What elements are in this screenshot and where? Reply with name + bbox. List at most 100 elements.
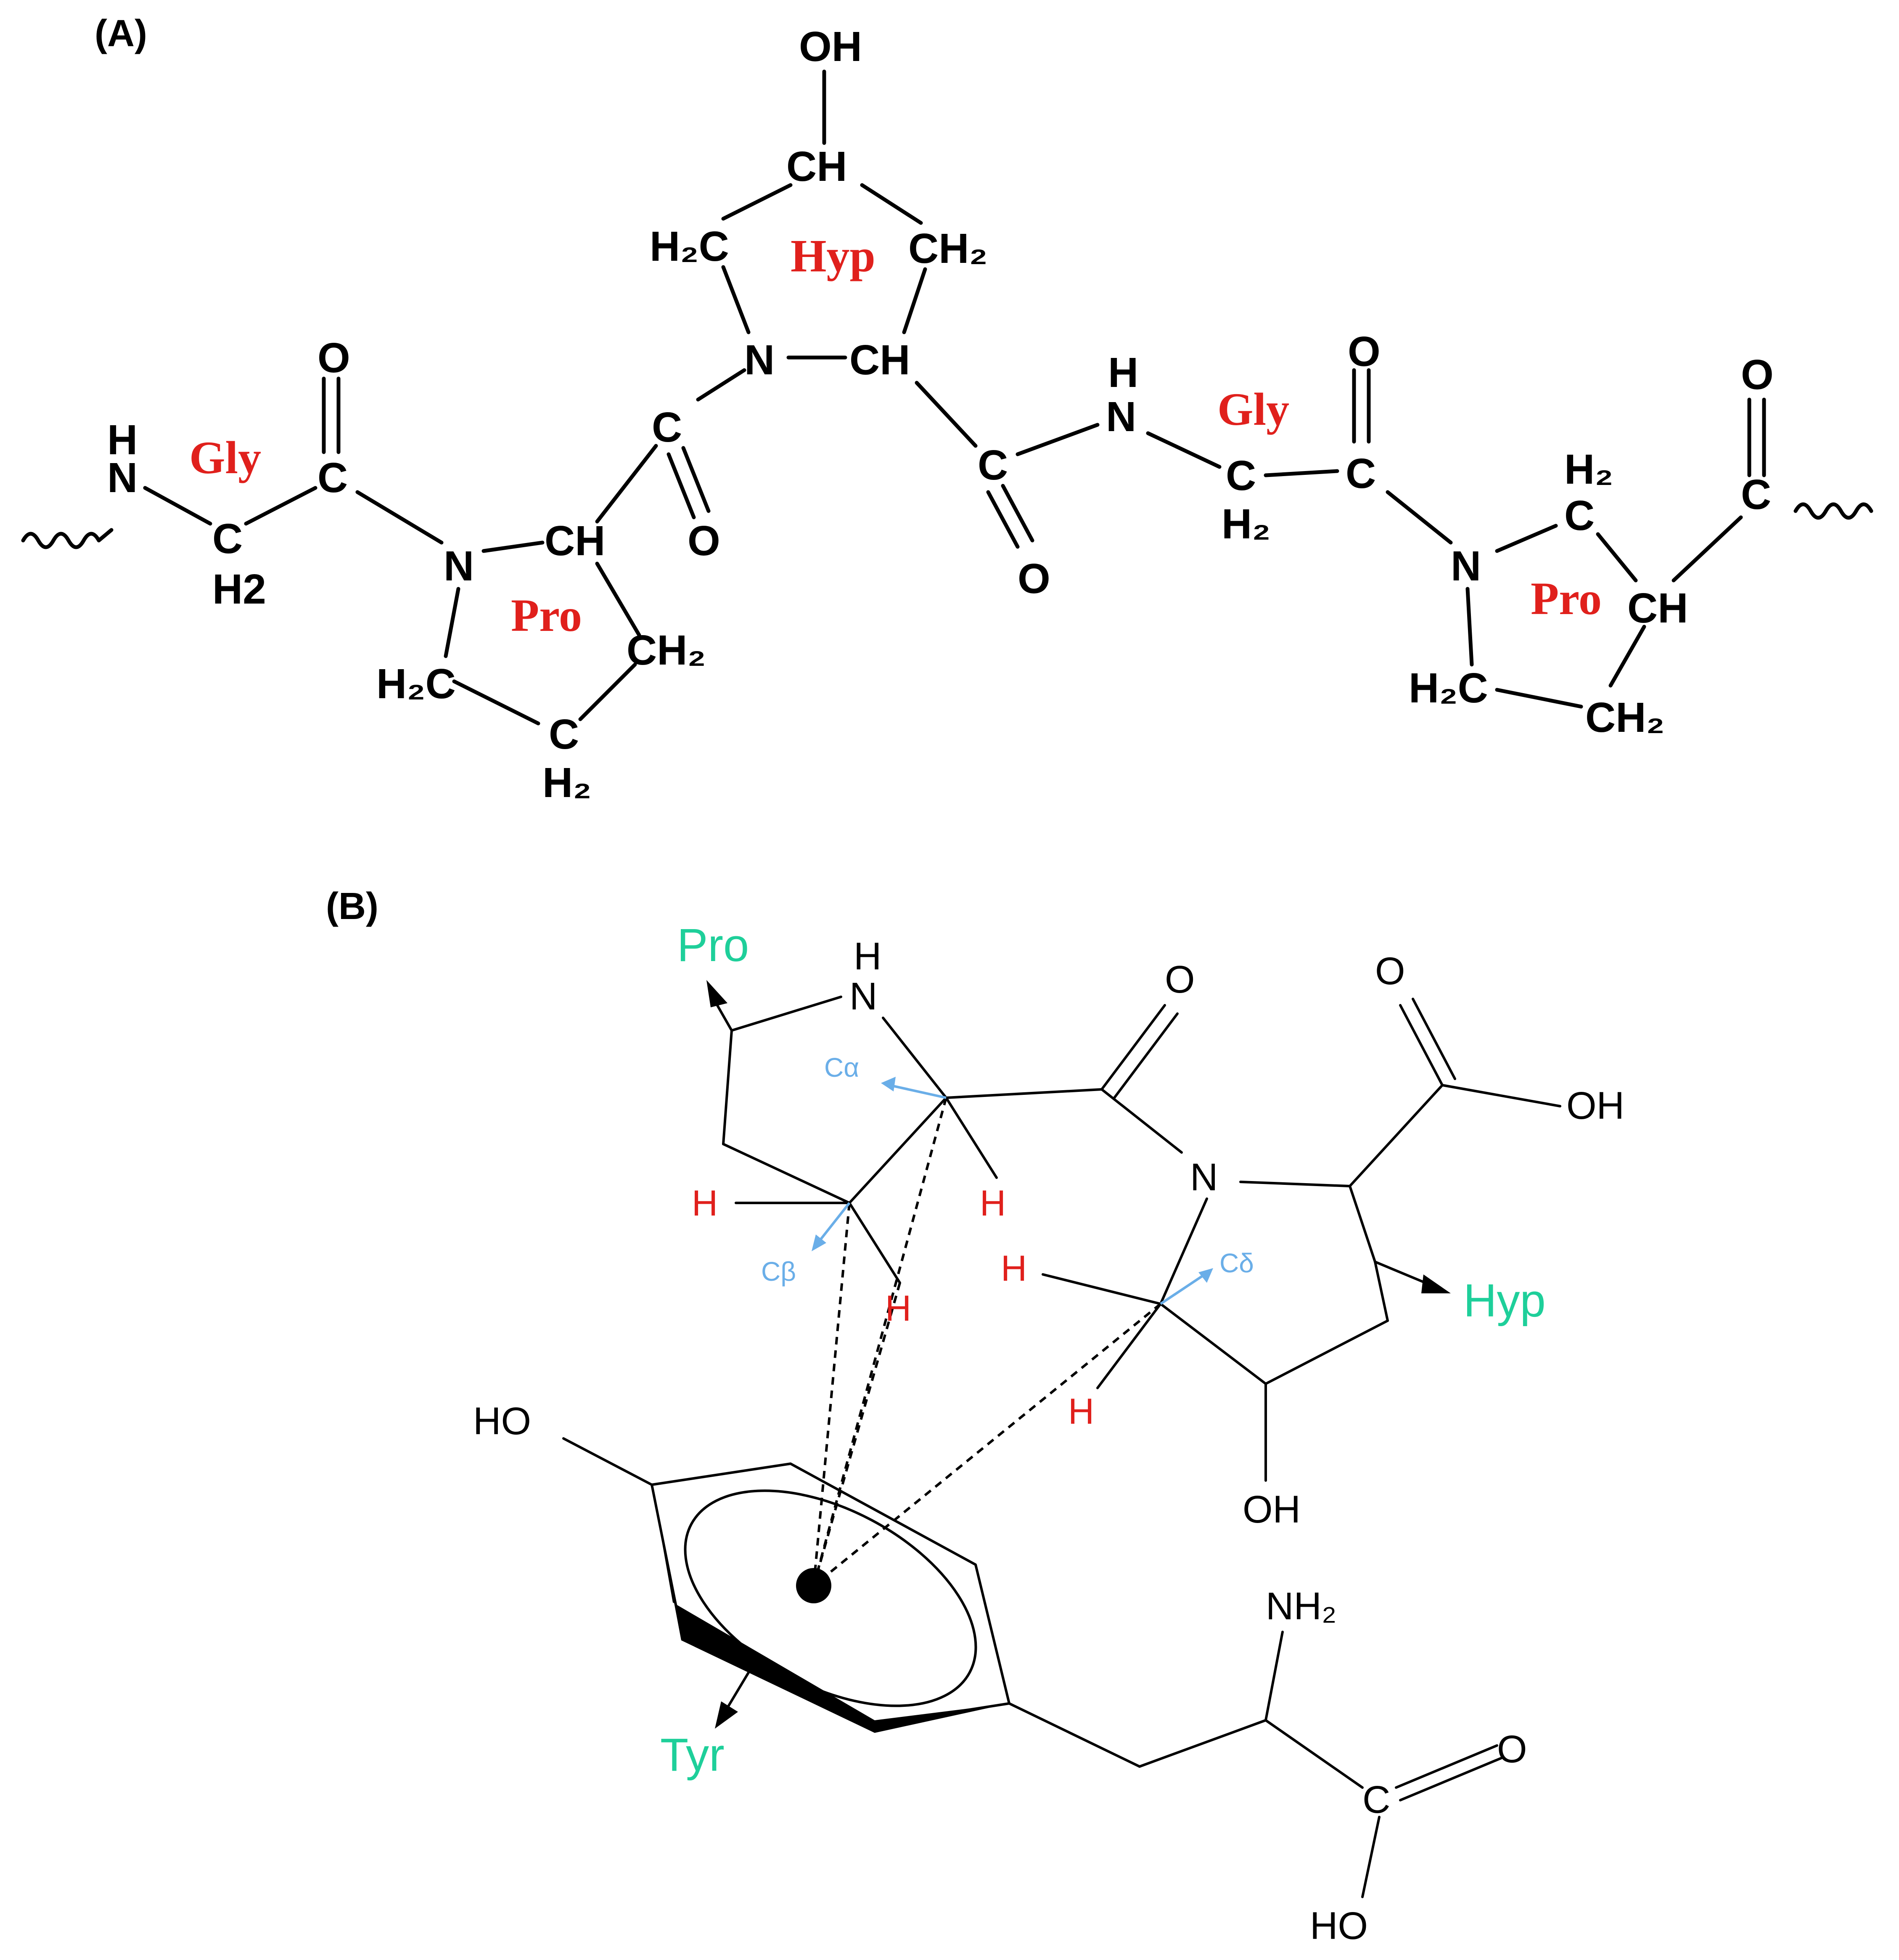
bond-ch2pro2-h2cpro2 (1495, 688, 1583, 709)
bond-cgly1-cco1 (244, 486, 317, 526)
atom-c-co1: C (317, 454, 348, 501)
atom-ch2-hyp: CH₂ (908, 225, 988, 272)
ch-pi-interaction-cb (812, 1202, 851, 1586)
bond-chtop-ch2hyp (860, 183, 923, 225)
atom-o-acid: O (1375, 950, 1405, 993)
bond-nnh2-cgly2 (1146, 431, 1222, 469)
bond-cpro1-h2cpro1 (452, 679, 540, 726)
residue-gly-2: Gly (1217, 384, 1289, 435)
tyr-ring-bold-edge (652, 1485, 1009, 1733)
panel-b: (B) (326, 885, 1624, 1947)
bond-ccarboxyl-o-b (1399, 1757, 1502, 1801)
bond-nring-calpha-hyp (1239, 1181, 1351, 1187)
bond-cco3-nnh2 (1016, 423, 1100, 456)
atom-o-amide: O (1165, 958, 1195, 1001)
bond-co3-double-b (1001, 484, 1034, 543)
bond-h2cpro2-npro2 (1465, 587, 1474, 667)
atom-o-co3: O (1018, 555, 1050, 602)
hydrogen-ca: H (980, 1183, 1006, 1224)
bond-cb-h-down (848, 1202, 901, 1284)
bond-tyr-ho (562, 1437, 653, 1486)
bond-nh-cd-pro (730, 996, 842, 1032)
residue-hyp: Hyp (1463, 1275, 1546, 1327)
bond-npro2-cpro2 (1495, 524, 1558, 553)
atom-o-co2: O (688, 517, 720, 564)
bond-cacid-o-b (1412, 998, 1456, 1080)
atom-h2-pro2: H₂ (1564, 446, 1613, 493)
label-c-beta: Cβ (761, 1256, 796, 1287)
arrow-tyr-shaft (726, 1664, 754, 1709)
bond-calpha-nh2-tyr (1264, 1631, 1284, 1722)
bond-cdelta-h-left (1042, 1273, 1162, 1305)
bond-h2chyp-chtop (721, 183, 793, 221)
atom-n-ring: N (1190, 1156, 1218, 1199)
bond-chpro2-ch2pro2 (1608, 625, 1646, 688)
arrow-c-delta-head (1198, 1268, 1213, 1283)
bond-ccarboxyl-ho (1361, 1816, 1381, 1898)
atom-ho-carboxyl: HO (1310, 1904, 1368, 1947)
bond-tyr-cbeta (1008, 1702, 1141, 1768)
bond-camide-o-b (1113, 1012, 1179, 1099)
atom-o-carboxyl: O (1497, 1728, 1527, 1771)
chain-start-wavy-bond (21, 528, 114, 549)
atom-h2c-hyp: H₂C (650, 223, 729, 270)
arrow-hyp-head (1421, 1274, 1451, 1293)
atom-c-pro2: C (1564, 492, 1595, 539)
panel-a: (A) (21, 13, 1873, 806)
bond-camide-o-a (1100, 1004, 1166, 1091)
atom-c-co3: C (978, 442, 1008, 489)
atom-c-gly2: C (1226, 452, 1256, 499)
residue-hyp: Hyp (791, 230, 875, 281)
atom-h2-gly2: H₂ (1222, 501, 1271, 548)
residue-pro-1: Pro (511, 590, 582, 641)
bond-ccarboxyl-o-a (1395, 1744, 1498, 1789)
bond-camide-nring (1100, 1088, 1183, 1154)
bond-cb-ca-pro (848, 1097, 947, 1204)
bond-ch2pro1-cpro1 (578, 662, 637, 721)
atom-nh-h: H (854, 935, 881, 978)
bond-cc-cdelta-hyp (1159, 1303, 1267, 1385)
atom-o-co1: O (317, 334, 350, 381)
bond-cg-cb-pro (722, 1143, 851, 1204)
arrow-c-alpha (889, 1084, 947, 1099)
bond-cbeta-calpha-tyr (1138, 1719, 1267, 1768)
bond-nh-ca (882, 1017, 947, 1099)
arrow-c-beta-head (812, 1234, 826, 1251)
bond-ca-camide (945, 1088, 1103, 1099)
bond-ca-h (945, 1097, 998, 1179)
bond-cco2-nhyp (696, 368, 746, 402)
bond-cbeta-cgamma-hyp (1374, 1261, 1389, 1322)
bond-cpro2-chpro2 (1596, 532, 1638, 583)
bond-chpro1-cco2 (595, 444, 658, 524)
bond-cco1-npro1 (355, 490, 444, 545)
atom-ch-pro2: CH (1627, 585, 1688, 632)
atom-n-nh2: N (1106, 393, 1136, 440)
bond-cdelta-h-down (1096, 1303, 1162, 1389)
bond-cgamma-cc-hyp (1264, 1319, 1389, 1385)
atom-h2-pro1: H₂ (542, 759, 592, 806)
bond-co3-double-a (986, 490, 1020, 549)
atom-ho-tyr: HO (473, 1400, 531, 1443)
bond-chpro1-ch2pro1 (595, 562, 641, 637)
residue-gly-1: Gly (189, 432, 261, 483)
atom-h2c-pro1: H₂C (376, 660, 456, 707)
bond-cacid-o-a (1399, 1004, 1444, 1086)
atom-n-pro2: N (1451, 543, 1481, 590)
arrow-c-alpha-head (881, 1077, 896, 1091)
hydrogen-cb-left: H (692, 1183, 718, 1224)
bond-chhyp-cco3 (915, 381, 978, 448)
atom-c-pro1: C (549, 711, 579, 758)
residue-tyr: Tyr (660, 1729, 725, 1781)
hydrogen-cd-down: H (1068, 1391, 1094, 1432)
arrow-tyr-head (715, 1701, 738, 1729)
arrow-c-beta (817, 1202, 851, 1244)
bond-cd-cg-pro (722, 1029, 733, 1145)
atom-ch-pro1: CH (545, 517, 605, 564)
atom-o-co4: O (1348, 328, 1381, 375)
bond-calpha-cacid (1349, 1084, 1444, 1187)
atom-c-co4: C (1346, 450, 1376, 497)
arrow-hyp-shaft (1374, 1261, 1427, 1284)
atom-nh2: NH₂ (1266, 1585, 1337, 1628)
atom-c-co5: C (1741, 471, 1771, 518)
